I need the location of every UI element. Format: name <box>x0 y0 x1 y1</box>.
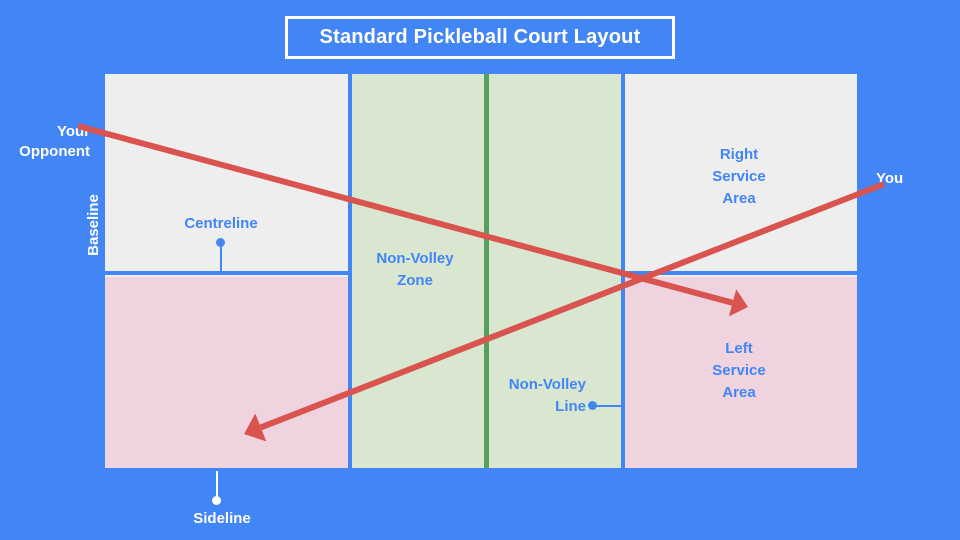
court-quadrant-left-lower <box>105 277 350 468</box>
label-right-service-area-line-2: Service <box>712 168 766 185</box>
label-non-volley-line-line-1: Non-Volley <box>508 376 586 393</box>
label-right-service-area: Right Service Area <box>672 144 806 210</box>
page-title: Standard Pickleball Court Layout <box>319 26 641 48</box>
label-you: You <box>876 170 904 187</box>
court-quadrant-left-upper <box>105 74 350 271</box>
label-your-opponent: Your Opponent <box>0 122 90 162</box>
label-left-service-area-line-3: Area <box>722 384 756 401</box>
label-your-opponent-line-2: Opponent <box>19 143 90 160</box>
label-right-service-area-line-3: Area <box>722 190 756 207</box>
label-left-service-area: Left Service Area <box>672 338 806 404</box>
label-right-service-area-line-1: Right <box>719 146 759 163</box>
sideline-pointer-line <box>216 471 218 500</box>
label-non-volley-line-line-2: Line <box>555 398 586 415</box>
centreline-left <box>105 271 350 275</box>
label-centreline: Centreline <box>184 215 258 232</box>
label-non-volley-line: Non-Volley Line <box>452 374 586 418</box>
non-volley-line-pointer-line <box>596 405 622 407</box>
label-sideline: Sideline <box>193 510 251 527</box>
label-baseline: Baseline <box>85 194 102 256</box>
label-non-volley-zone: Non-Volley Zone <box>348 248 482 292</box>
sideline-pointer-dot <box>212 496 221 505</box>
centreline-right <box>623 271 857 275</box>
label-left-service-area-line-2: Service <box>712 362 766 379</box>
page-title-box: Standard Pickleball Court Layout <box>285 16 675 59</box>
label-left-service-area-line-1: Left <box>725 340 753 357</box>
label-non-volley-zone-line-1: Non-Volley <box>376 250 454 267</box>
label-non-volley-zone-line-2: Zone <box>397 272 433 289</box>
label-your-opponent-line-1: Your <box>56 123 90 140</box>
centreline-pointer-line <box>220 242 222 272</box>
